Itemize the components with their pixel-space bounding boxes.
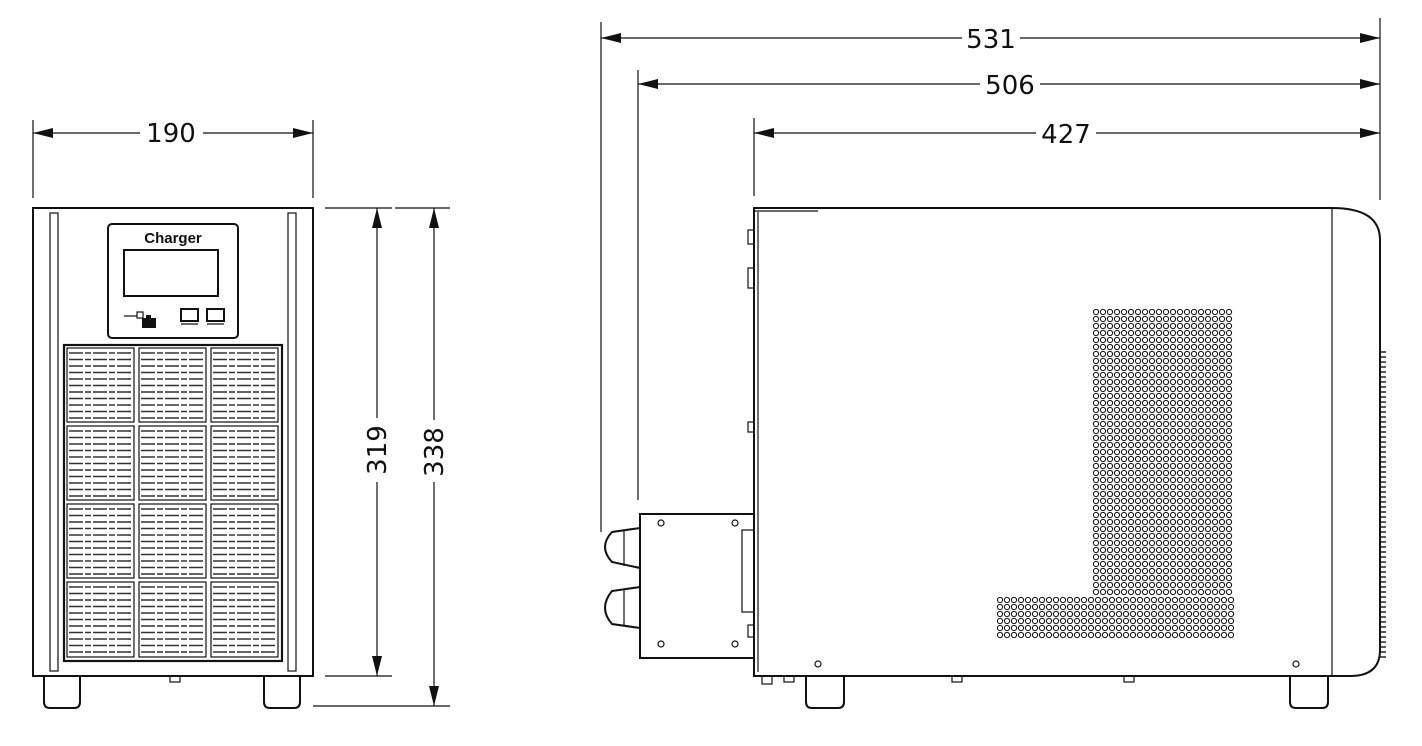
battery-plug-icon: [124, 311, 156, 328]
overall-depth-dimension: 531: [600, 18, 1381, 532]
inner-height-dim-value: 319: [363, 425, 393, 475]
total-height-dim-value: 338: [420, 427, 450, 477]
depth-with-box-dim-value: 506: [985, 71, 1035, 101]
side-vent-perforation: [996, 308, 1235, 639]
cable-gland-bottom: [604, 585, 641, 630]
inner-height-dimension: 319: [325, 207, 393, 677]
front-foot-right: [263, 676, 301, 709]
total-height-dimension: 338: [313, 207, 450, 707]
depth-with-box-dimension: 506: [637, 70, 1380, 500]
width-dimension: 190: [32, 119, 314, 198]
display-panel: [107, 223, 239, 339]
usb-port-icon: [180, 308, 225, 325]
panel-label: Charger: [144, 230, 202, 247]
width-dim-value: 190: [146, 119, 196, 149]
side-foot-right: [1289, 676, 1329, 709]
body-depth-dim-value: 427: [1041, 120, 1091, 150]
terminal-box: [639, 513, 755, 659]
side-view: 531 506 427: [600, 18, 1386, 709]
side-edge-ribs: [1380, 351, 1386, 658]
cable-gland-top: [604, 526, 641, 570]
side-body: [753, 207, 1381, 677]
body-depth-dimension: 427: [753, 118, 1380, 196]
front-view: Charger 190: [32, 119, 450, 709]
front-foot-left: [43, 676, 81, 709]
lcd-screen: [123, 249, 219, 297]
overall-depth-dim-value: 531: [966, 25, 1016, 55]
side-foot-left: [805, 676, 845, 709]
front-grille: [62, 343, 284, 663]
